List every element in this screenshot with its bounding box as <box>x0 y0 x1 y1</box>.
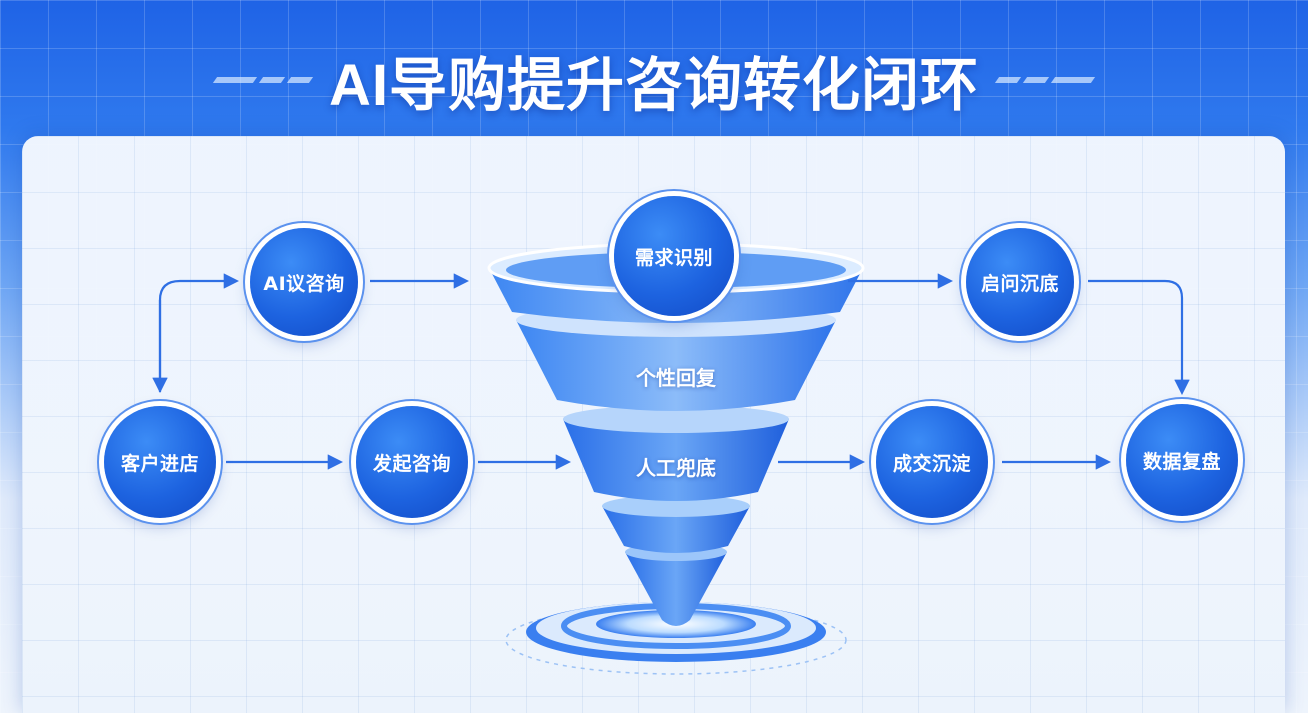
node-need-identify: 需求识别 <box>614 196 734 316</box>
funnel-base <box>505 602 847 675</box>
page-title: AI导购提升咨询转化闭环 <box>328 53 979 118</box>
node-label: 需求识别 <box>634 246 713 269</box>
title-bar: AI导购提升咨询转化闭环 <box>0 40 1308 120</box>
node-data-review: 数据复盘 <box>1126 404 1238 516</box>
funnel-label-human-fallback: 人工兜底 <box>636 456 716 480</box>
node-label: 启问沉底 <box>980 272 1059 295</box>
node-deal-sink: 成交沉淀 <box>876 406 988 518</box>
node-ai-consult: AI议咨询 <box>250 228 358 336</box>
node-label: 发起咨询 <box>372 452 451 475</box>
node-label: AI议咨询 <box>263 272 345 295</box>
node-customer-enter: 客户进店 <box>104 406 216 518</box>
flow-arrows <box>152 273 1190 470</box>
node-question-sink: 启问沉底 <box>966 228 1074 336</box>
node-label: 数据复盘 <box>1142 450 1221 473</box>
node-label: 客户进店 <box>120 452 199 475</box>
node-label: 成交沉淀 <box>892 452 971 475</box>
funnel-label-personal-reply: 个性回复 <box>636 366 716 390</box>
funnel-body <box>487 242 865 626</box>
node-start-consult: 发起咨询 <box>356 406 468 518</box>
